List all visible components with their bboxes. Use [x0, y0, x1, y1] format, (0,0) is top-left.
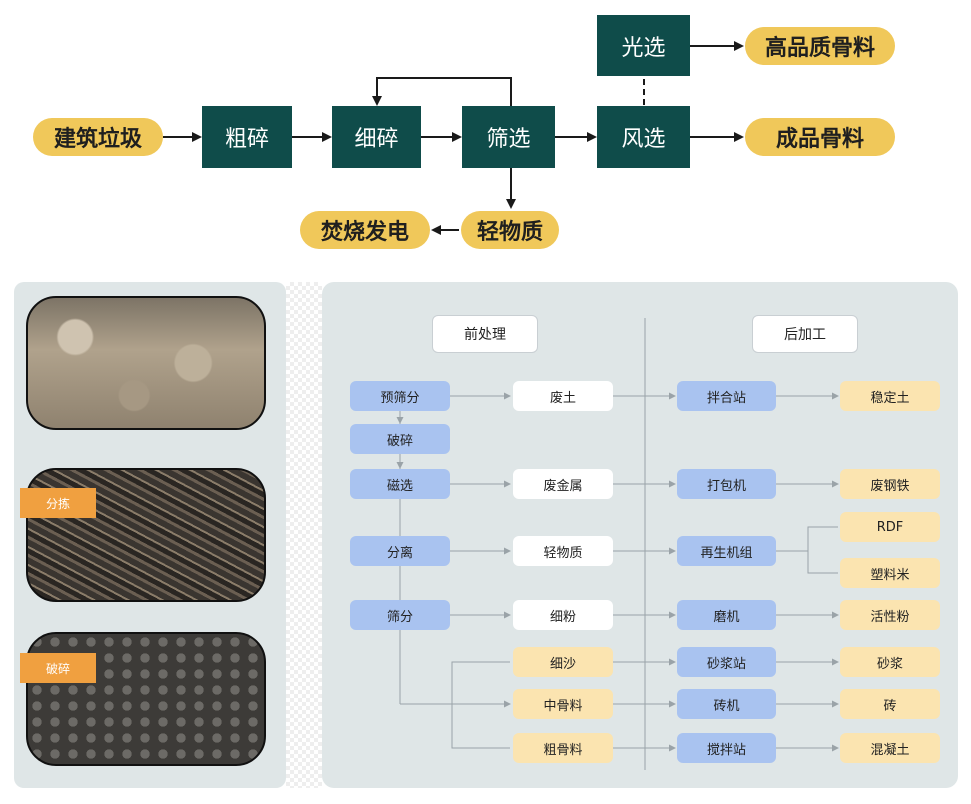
product-item: 活性粉	[840, 600, 940, 630]
node-fine-crush: 细碎	[332, 106, 421, 168]
node-optical-sorting: 光选	[597, 15, 690, 76]
pre-step: 预筛分	[350, 381, 450, 411]
product-item: 混凝土	[840, 733, 940, 763]
machine-item: 再生机组	[677, 536, 776, 566]
crush-tag: 破碎	[20, 653, 96, 683]
node-finished-aggregate: 成品骨料	[745, 118, 895, 156]
pre-step: 磁选	[350, 469, 450, 499]
pre-step: 分离	[350, 536, 450, 566]
demolition-debris-photo	[26, 296, 266, 430]
machine-item: 打包机	[677, 469, 776, 499]
node-incineration: 焚烧发电	[300, 211, 430, 249]
product-item: 砂浆	[840, 647, 940, 677]
header-pretreatment: 前处理	[432, 315, 538, 353]
panel-divider	[286, 282, 322, 788]
pre-step: 破碎	[350, 424, 450, 454]
machine-item: 砖机	[677, 689, 776, 719]
sort-tag: 分拣	[20, 488, 96, 518]
output-item: 废金属	[513, 469, 613, 499]
output-item: 轻物质	[513, 536, 613, 566]
top-flow-arrows	[163, 41, 744, 235]
node-high-quality-aggregate: 高品质骨料	[745, 27, 895, 65]
machine-item: 搅拌站	[677, 733, 776, 763]
machine-item: 磨机	[677, 600, 776, 630]
product-item: 塑料米	[840, 558, 940, 588]
node-air-separation: 风选	[597, 106, 690, 168]
product-item: RDF	[840, 512, 940, 542]
output-item: 废土	[513, 381, 613, 411]
product-item: 稳定土	[840, 381, 940, 411]
node-light-matter: 轻物质	[461, 211, 559, 249]
node-screening: 筛选	[462, 106, 555, 168]
rebar-scrap-photo	[26, 468, 266, 602]
machine-item: 砂浆站	[677, 647, 776, 677]
output-item: 细沙	[513, 647, 613, 677]
machine-item: 拌合站	[677, 381, 776, 411]
product-item: 废钢铁	[840, 469, 940, 499]
output-item: 粗骨料	[513, 733, 613, 763]
header-postprocessing: 后加工	[752, 315, 858, 353]
product-item: 砖	[840, 689, 940, 719]
output-item: 中骨料	[513, 689, 613, 719]
pre-step: 筛分	[350, 600, 450, 630]
output-item: 细粉	[513, 600, 613, 630]
node-construction-waste: 建筑垃圾	[33, 118, 163, 156]
node-coarse-crush: 粗碎	[202, 106, 292, 168]
